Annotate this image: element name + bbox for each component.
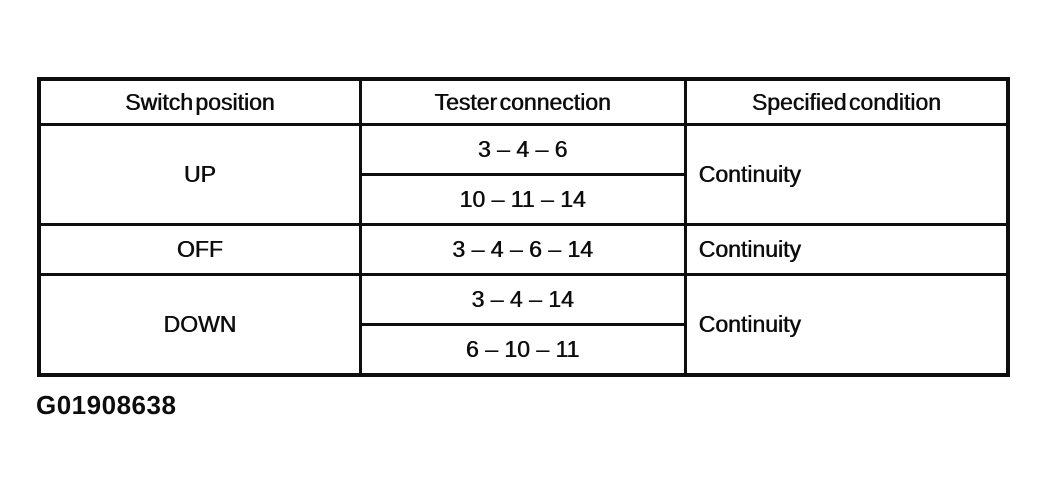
column-header-tester-connection: Tester connection — [358, 77, 687, 126]
switch-position-up: UP — [37, 123, 362, 226]
table-row: OFF 3 – 4 – 6 – 14 Continuity — [37, 223, 1010, 276]
tester-connection-value: 6 – 10 – 11 — [358, 323, 687, 377]
table-row: DOWN 3 – 4 – 14 Continuity — [37, 273, 1010, 377]
specified-condition-value: Continuity — [683, 223, 1010, 276]
tester-connection-value: 10 – 11 – 14 — [358, 173, 687, 226]
table-row: UP 3 – 4 – 6 Continuity — [37, 123, 1010, 226]
switch-position-off: OFF — [37, 223, 362, 276]
switch-position-down: DOWN — [37, 273, 362, 377]
table-row: 10 – 11 – 14 — [39, 173, 1008, 226]
switch-continuity-table: Switch position Tester connection Specif… — [37, 77, 1010, 377]
column-header-specified-condition: Specified condition — [683, 77, 1010, 126]
specified-condition-value: Continuity — [683, 123, 1010, 226]
tester-connection-value: 3 – 4 – 14 — [358, 273, 687, 326]
tester-connection-value: 3 – 4 – 6 — [358, 123, 687, 176]
table-row: 6 – 10 – 11 — [39, 323, 1008, 377]
specified-condition-value: Continuity — [683, 273, 1010, 377]
table-header-row: Switch position Tester connection Specif… — [37, 77, 1010, 126]
column-header-switch-position: Switch position — [37, 77, 362, 126]
figure-id-label: G01908638 — [36, 390, 177, 420]
tester-connection-value: 3 – 4 – 6 – 14 — [358, 223, 687, 276]
